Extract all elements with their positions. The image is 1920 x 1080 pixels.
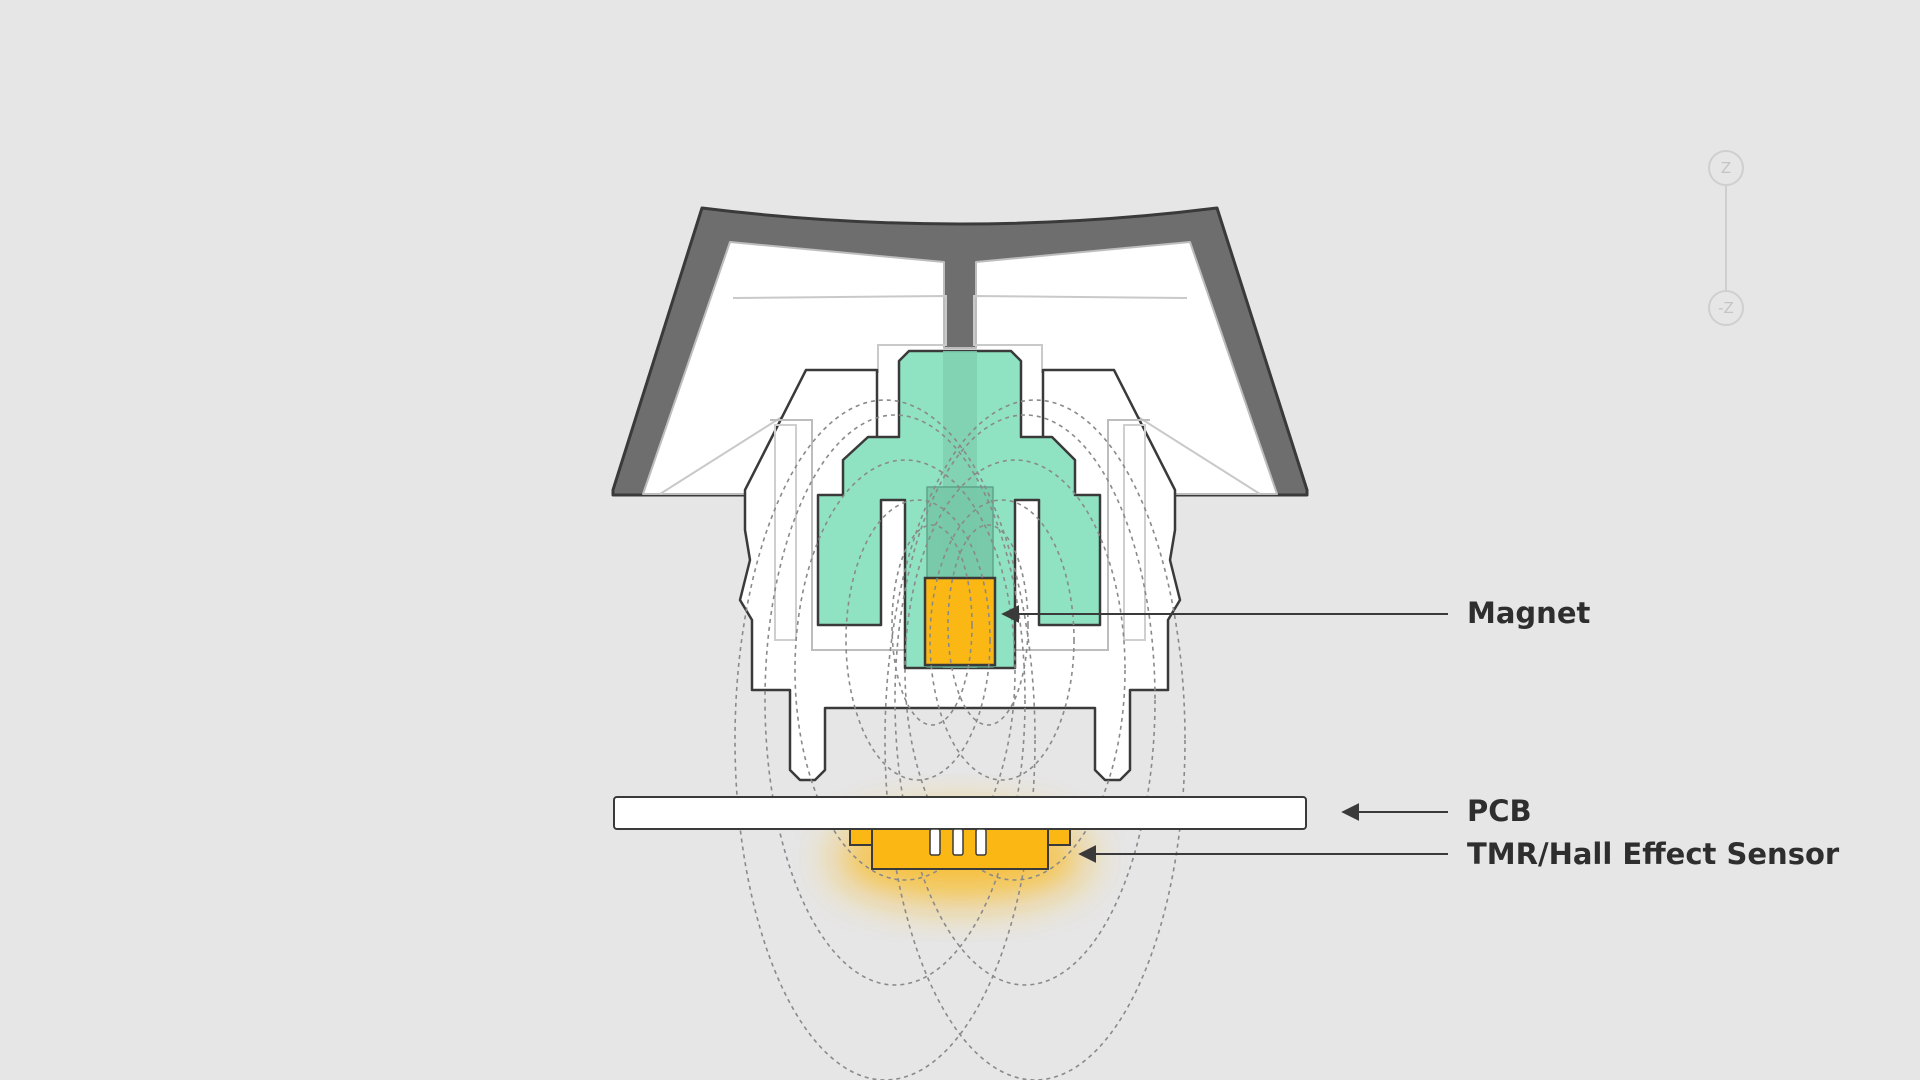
pcb-label: PCB xyxy=(1467,794,1532,828)
sensor-pad-left xyxy=(849,828,873,846)
sensor-pins xyxy=(929,828,987,856)
sensor-label: TMR/Hall Effect Sensor xyxy=(1467,837,1840,871)
axis-z-circle xyxy=(1708,150,1744,186)
pcb-board xyxy=(613,796,1307,830)
magnet xyxy=(923,576,997,667)
housing-side-rail-left xyxy=(774,424,797,641)
axis-negz-circle xyxy=(1708,290,1744,326)
magnet-label: Magnet xyxy=(1467,596,1591,630)
housing-side-rail-right xyxy=(1123,424,1146,641)
sensor-pad-right xyxy=(1047,828,1071,846)
axis-negz-label: -Z xyxy=(1718,299,1734,317)
axis-z-label: Z xyxy=(1721,159,1731,177)
magnetic-field-lines xyxy=(734,399,1186,1080)
axis-gizmo: Z -Z xyxy=(1708,150,1744,326)
